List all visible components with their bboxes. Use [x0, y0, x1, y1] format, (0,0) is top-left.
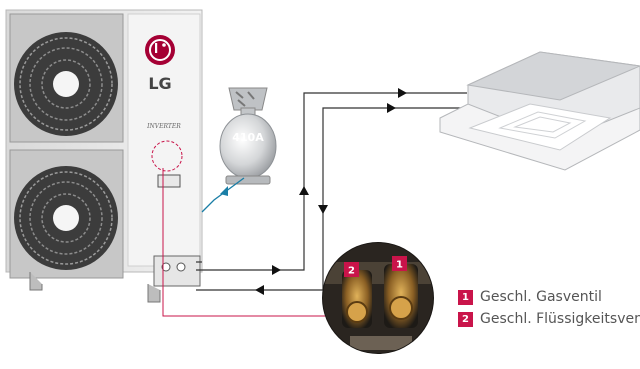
brand-label: LG — [148, 74, 171, 93]
arrow-up-icon — [299, 186, 309, 195]
fan-top-icon — [14, 32, 118, 136]
legend-label: Geschl. Flüssigkeitsventil — [480, 311, 640, 327]
charging-hose — [202, 178, 244, 212]
model-label: INVERTER — [146, 123, 181, 130]
arrow-left-icon — [255, 285, 264, 295]
legend-item-gas-valve: 1 Geschl. Gasventil — [458, 289, 602, 305]
valve-callout-1: 1 — [396, 260, 403, 271]
legend-number: 1 — [458, 290, 473, 305]
arrow-right-icon — [272, 265, 281, 275]
arrow-left-icon — [387, 103, 396, 113]
lg-logo-icon — [145, 35, 175, 65]
ceiling-cassette-icon — [440, 52, 640, 170]
arrow-down-icon — [318, 205, 328, 214]
legend-number: 2 — [458, 312, 473, 327]
fan-bottom-icon — [14, 166, 118, 270]
refrigerant-label: 410A — [232, 131, 264, 144]
valve-photo-icon: 2 1 — [322, 242, 434, 354]
legend-item-liquid-valve: 2 Geschl. Flüssigkeitsventil — [458, 311, 640, 327]
refrigerant-cylinder-icon: 410A — [220, 88, 276, 184]
outdoor-unit-icon: LG INVERTER — [6, 10, 202, 302]
legend-label: Geschl. Gasventil — [480, 289, 602, 305]
valve-callout-2: 2 — [348, 266, 355, 277]
arrow-right-icon — [398, 88, 407, 98]
